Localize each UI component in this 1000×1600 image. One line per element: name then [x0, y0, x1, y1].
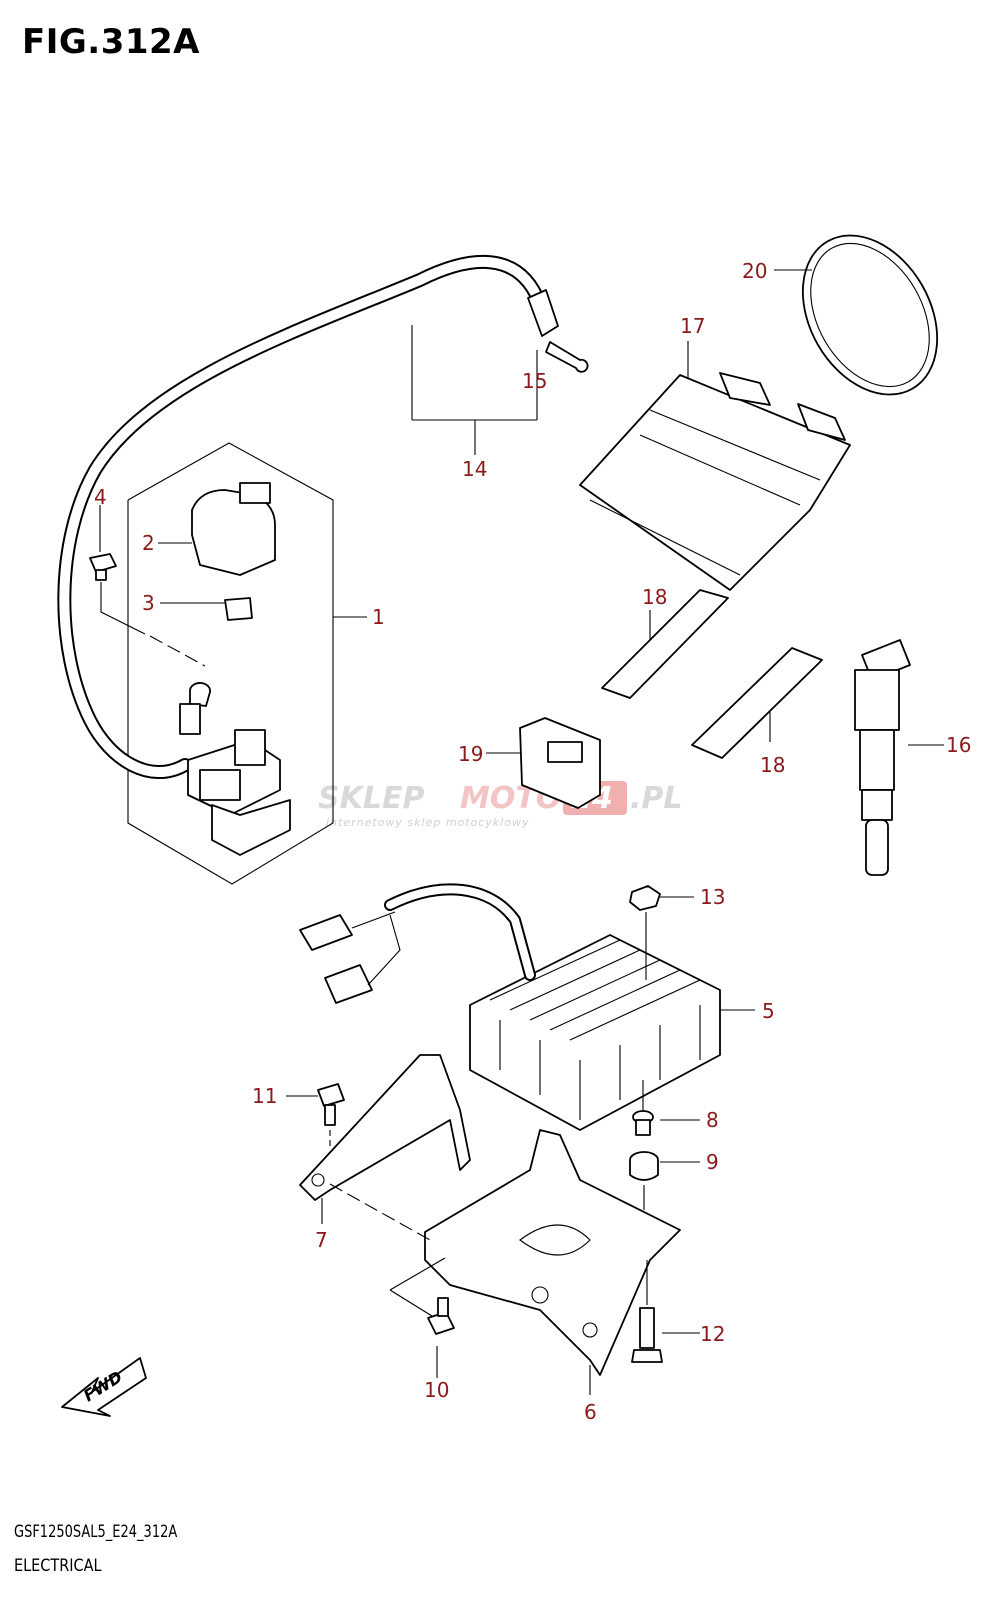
watermark-brand-a: SKLEP [318, 781, 424, 816]
part-16-ignition-coil [854, 639, 944, 876]
callout-14: 14 [462, 457, 487, 481]
part-5-regulator [469, 934, 755, 1131]
callout-10: 10 [424, 1378, 449, 1402]
callout-19: 19 [458, 742, 483, 766]
part-10-bolt [389, 1257, 455, 1378]
part-6-bracket [424, 1129, 681, 1395]
callout-17: 17 [680, 314, 705, 338]
part-1-group-box [127, 442, 367, 885]
callout-2: 2 [142, 531, 155, 555]
part-3-fuse [160, 597, 253, 621]
callout-1: 1 [372, 605, 385, 629]
callout-7: 7 [315, 1228, 328, 1252]
part-7-bracket [299, 1054, 471, 1241]
callout-13: 13 [700, 885, 725, 909]
figure-name: ELECTRICAL [14, 1556, 102, 1576]
part-18-pad-a [601, 589, 729, 699]
part-1-starter-relay [179, 682, 291, 856]
part-12-bolt [631, 1260, 700, 1363]
part-9-grommet [629, 1151, 700, 1210]
callout-4: 4 [94, 485, 107, 509]
callouts: 1 2 3 4 5 6 7 8 9 10 11 12 13 14 15 16 1… [94, 259, 971, 1424]
watermark: SKLEP MOTO 24 .PL internetowy sklep moto… [318, 781, 683, 829]
part-18-pad-b [691, 647, 823, 759]
part-19-connector [486, 717, 601, 809]
fwd-arrow: FWD [61, 1357, 147, 1417]
callout-6: 6 [584, 1400, 597, 1424]
callout-8: 8 [706, 1108, 719, 1132]
part-13-nut [629, 885, 694, 980]
watermark-tagline: internetowy sklep motocyklowy [326, 816, 530, 829]
callout-9: 9 [706, 1150, 719, 1174]
part-20-oring [774, 234, 939, 396]
part-4-screw [89, 505, 206, 667]
part-2-relay-cover [158, 482, 276, 576]
callout-5: 5 [762, 999, 775, 1023]
part-8-collar [632, 1080, 700, 1136]
callout-11: 11 [252, 1084, 277, 1108]
callout-3: 3 [142, 591, 155, 615]
figure-title: FIG.312A [22, 22, 200, 62]
callout-18a: 18 [642, 585, 667, 609]
callout-12: 12 [700, 1322, 725, 1346]
part-5-harness [299, 883, 536, 1004]
callout-15: 15 [522, 369, 547, 393]
callout-18b: 18 [760, 753, 785, 777]
part-11-bolt [286, 1083, 345, 1150]
part-17-ecm [579, 341, 851, 591]
figure-code: GSF1250SAL5_E24_312A [14, 1522, 178, 1542]
callout-16: 16 [946, 733, 971, 757]
part-14-cable [57, 255, 589, 780]
callout-20: 20 [742, 259, 767, 283]
watermark-brand-d: .PL [630, 781, 683, 816]
